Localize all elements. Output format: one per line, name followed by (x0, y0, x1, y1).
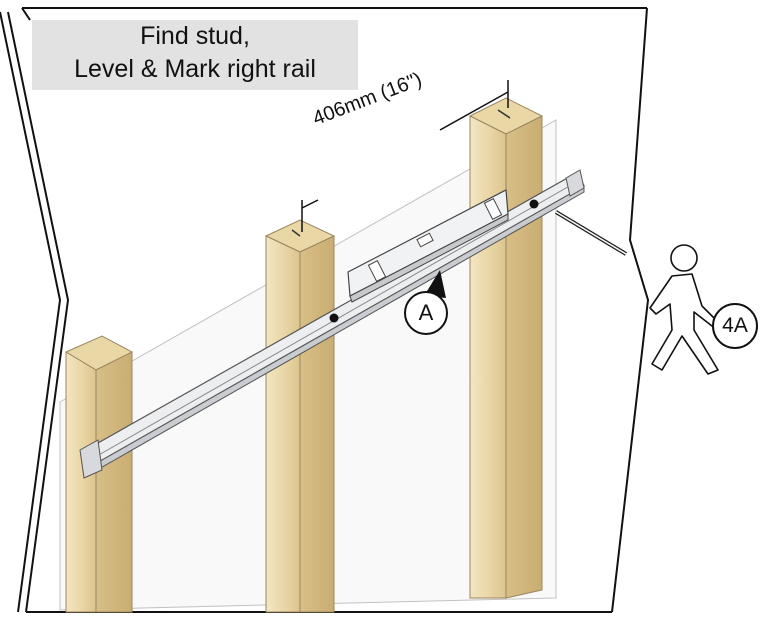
rail-screw-left (329, 313, 339, 323)
stud-left (64, 335, 134, 613)
spirit-level (347, 189, 509, 303)
stud-right (468, 97, 544, 599)
rail-arrow (554, 210, 628, 256)
callout-level: A (404, 291, 448, 335)
callout-next-step: 4A (712, 303, 758, 349)
instruction-title: Find stud, Level & Mark right rail (32, 20, 358, 90)
stud-marks (291, 109, 511, 237)
stud-middle (264, 219, 336, 613)
rail-screw-right (529, 199, 539, 209)
title-line-1: Find stud, (140, 22, 250, 50)
title-line-2: Level & Mark right rail (74, 55, 316, 83)
walking-person-icon (649, 244, 719, 375)
dimension-line (301, 80, 509, 232)
